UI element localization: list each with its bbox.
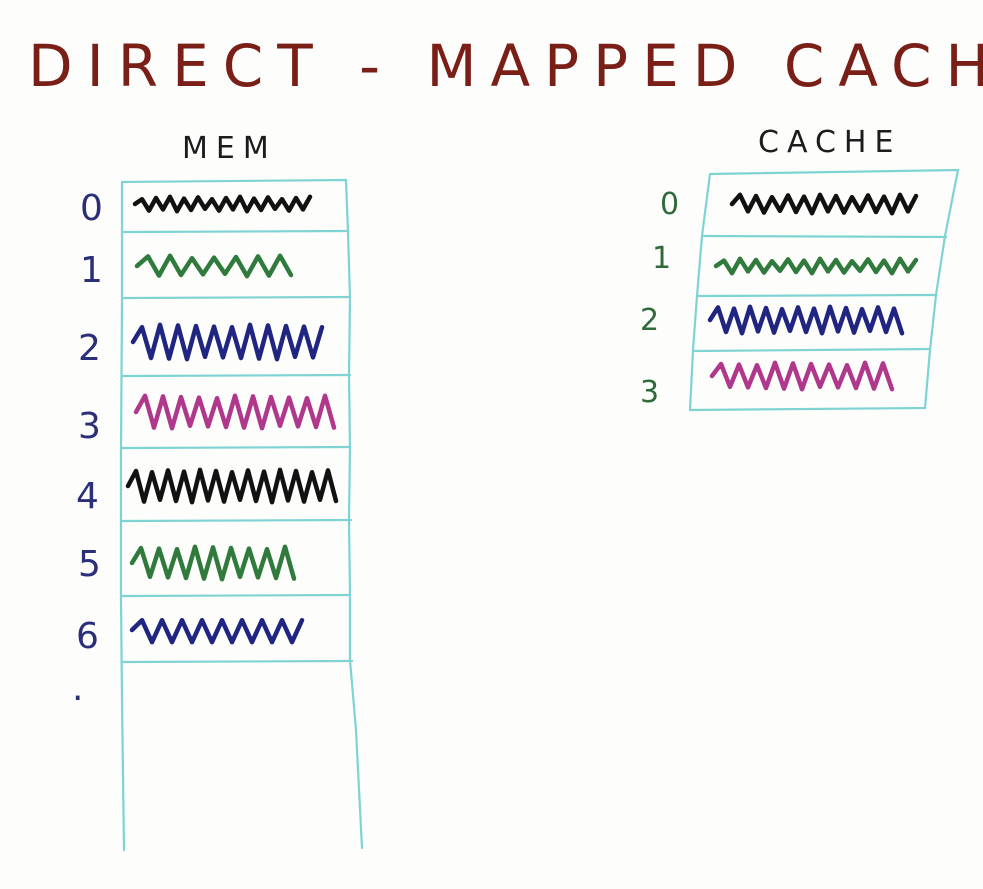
memory-row-5-data-scribble: [129, 544, 297, 582]
memory-row-2-data-scribble: [130, 322, 325, 362]
memory-left-border: [119, 180, 126, 852]
cache-table: 0 1 2 3: [640, 168, 960, 412]
memory-row-label: 5: [78, 544, 101, 585]
cache-row-1-data-scribble: [713, 256, 919, 276]
memory-row-4-data-scribble: [125, 467, 339, 505]
memory-row-divider: [122, 229, 350, 234]
cache-row-divider: [702, 234, 948, 239]
cache-row-0-data-scribble: [729, 192, 919, 216]
memory-right-border: [120, 178, 364, 850]
cache-row-label: 2: [640, 303, 659, 338]
memory-row-label: .: [72, 668, 83, 709]
memory-row-0-data-scribble: [132, 194, 313, 214]
memory-header: MEM: [182, 131, 277, 166]
cache-row-label: 1: [652, 241, 671, 276]
cache-header: CACHE: [758, 125, 901, 160]
memory-row-divider: [120, 593, 352, 598]
cache-row-2-data-scribble: [707, 304, 905, 336]
diagram-title: DIRECT - MAPPED CACHE: [28, 32, 983, 100]
cache-row-label: 0: [660, 187, 679, 222]
memory-row-label: 3: [78, 406, 101, 447]
memory-row-divider: [120, 659, 354, 664]
memory-row-divider: [120, 445, 352, 450]
memory-row-divider: [120, 373, 352, 378]
memory-row-label: 6: [76, 616, 99, 657]
memory-row-label: 4: [76, 476, 99, 517]
memory-row-label: 1: [80, 250, 103, 291]
memory-row-divider: [120, 518, 353, 523]
memory-table: 0 1 2 3 4 5 6.: [72, 178, 364, 852]
memory-row-divider: [122, 295, 352, 300]
cache-left-border: [688, 172, 712, 412]
cache-row-3-data-scribble: [709, 360, 895, 392]
cache-row-divider: [692, 347, 932, 353]
memory-row-label: 2: [78, 328, 101, 369]
memory-row-1-data-scribble: [134, 253, 294, 279]
memory-row-label: 0: [80, 188, 103, 229]
memory-row-6-data-scribble: [129, 617, 305, 645]
memory-row-3-data-scribble: [133, 393, 337, 431]
cache-row-label: 3: [640, 375, 659, 410]
cache-row-divider: [695, 293, 938, 298]
